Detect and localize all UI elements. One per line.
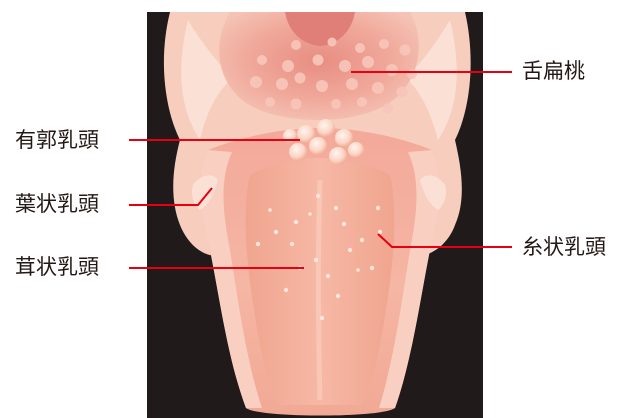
label-fungiform-papillae: 茸状乳頭	[15, 257, 99, 278]
label-foliate-papillae: 葉状乳頭	[15, 194, 99, 215]
label-circumvallate-papillae: 有郭乳頭	[15, 130, 99, 151]
label-lingual-tonsil: 舌扁桃	[522, 61, 585, 82]
median-sulcus	[319, 180, 321, 400]
label-filiform-papillae: 糸状乳頭	[522, 237, 606, 258]
